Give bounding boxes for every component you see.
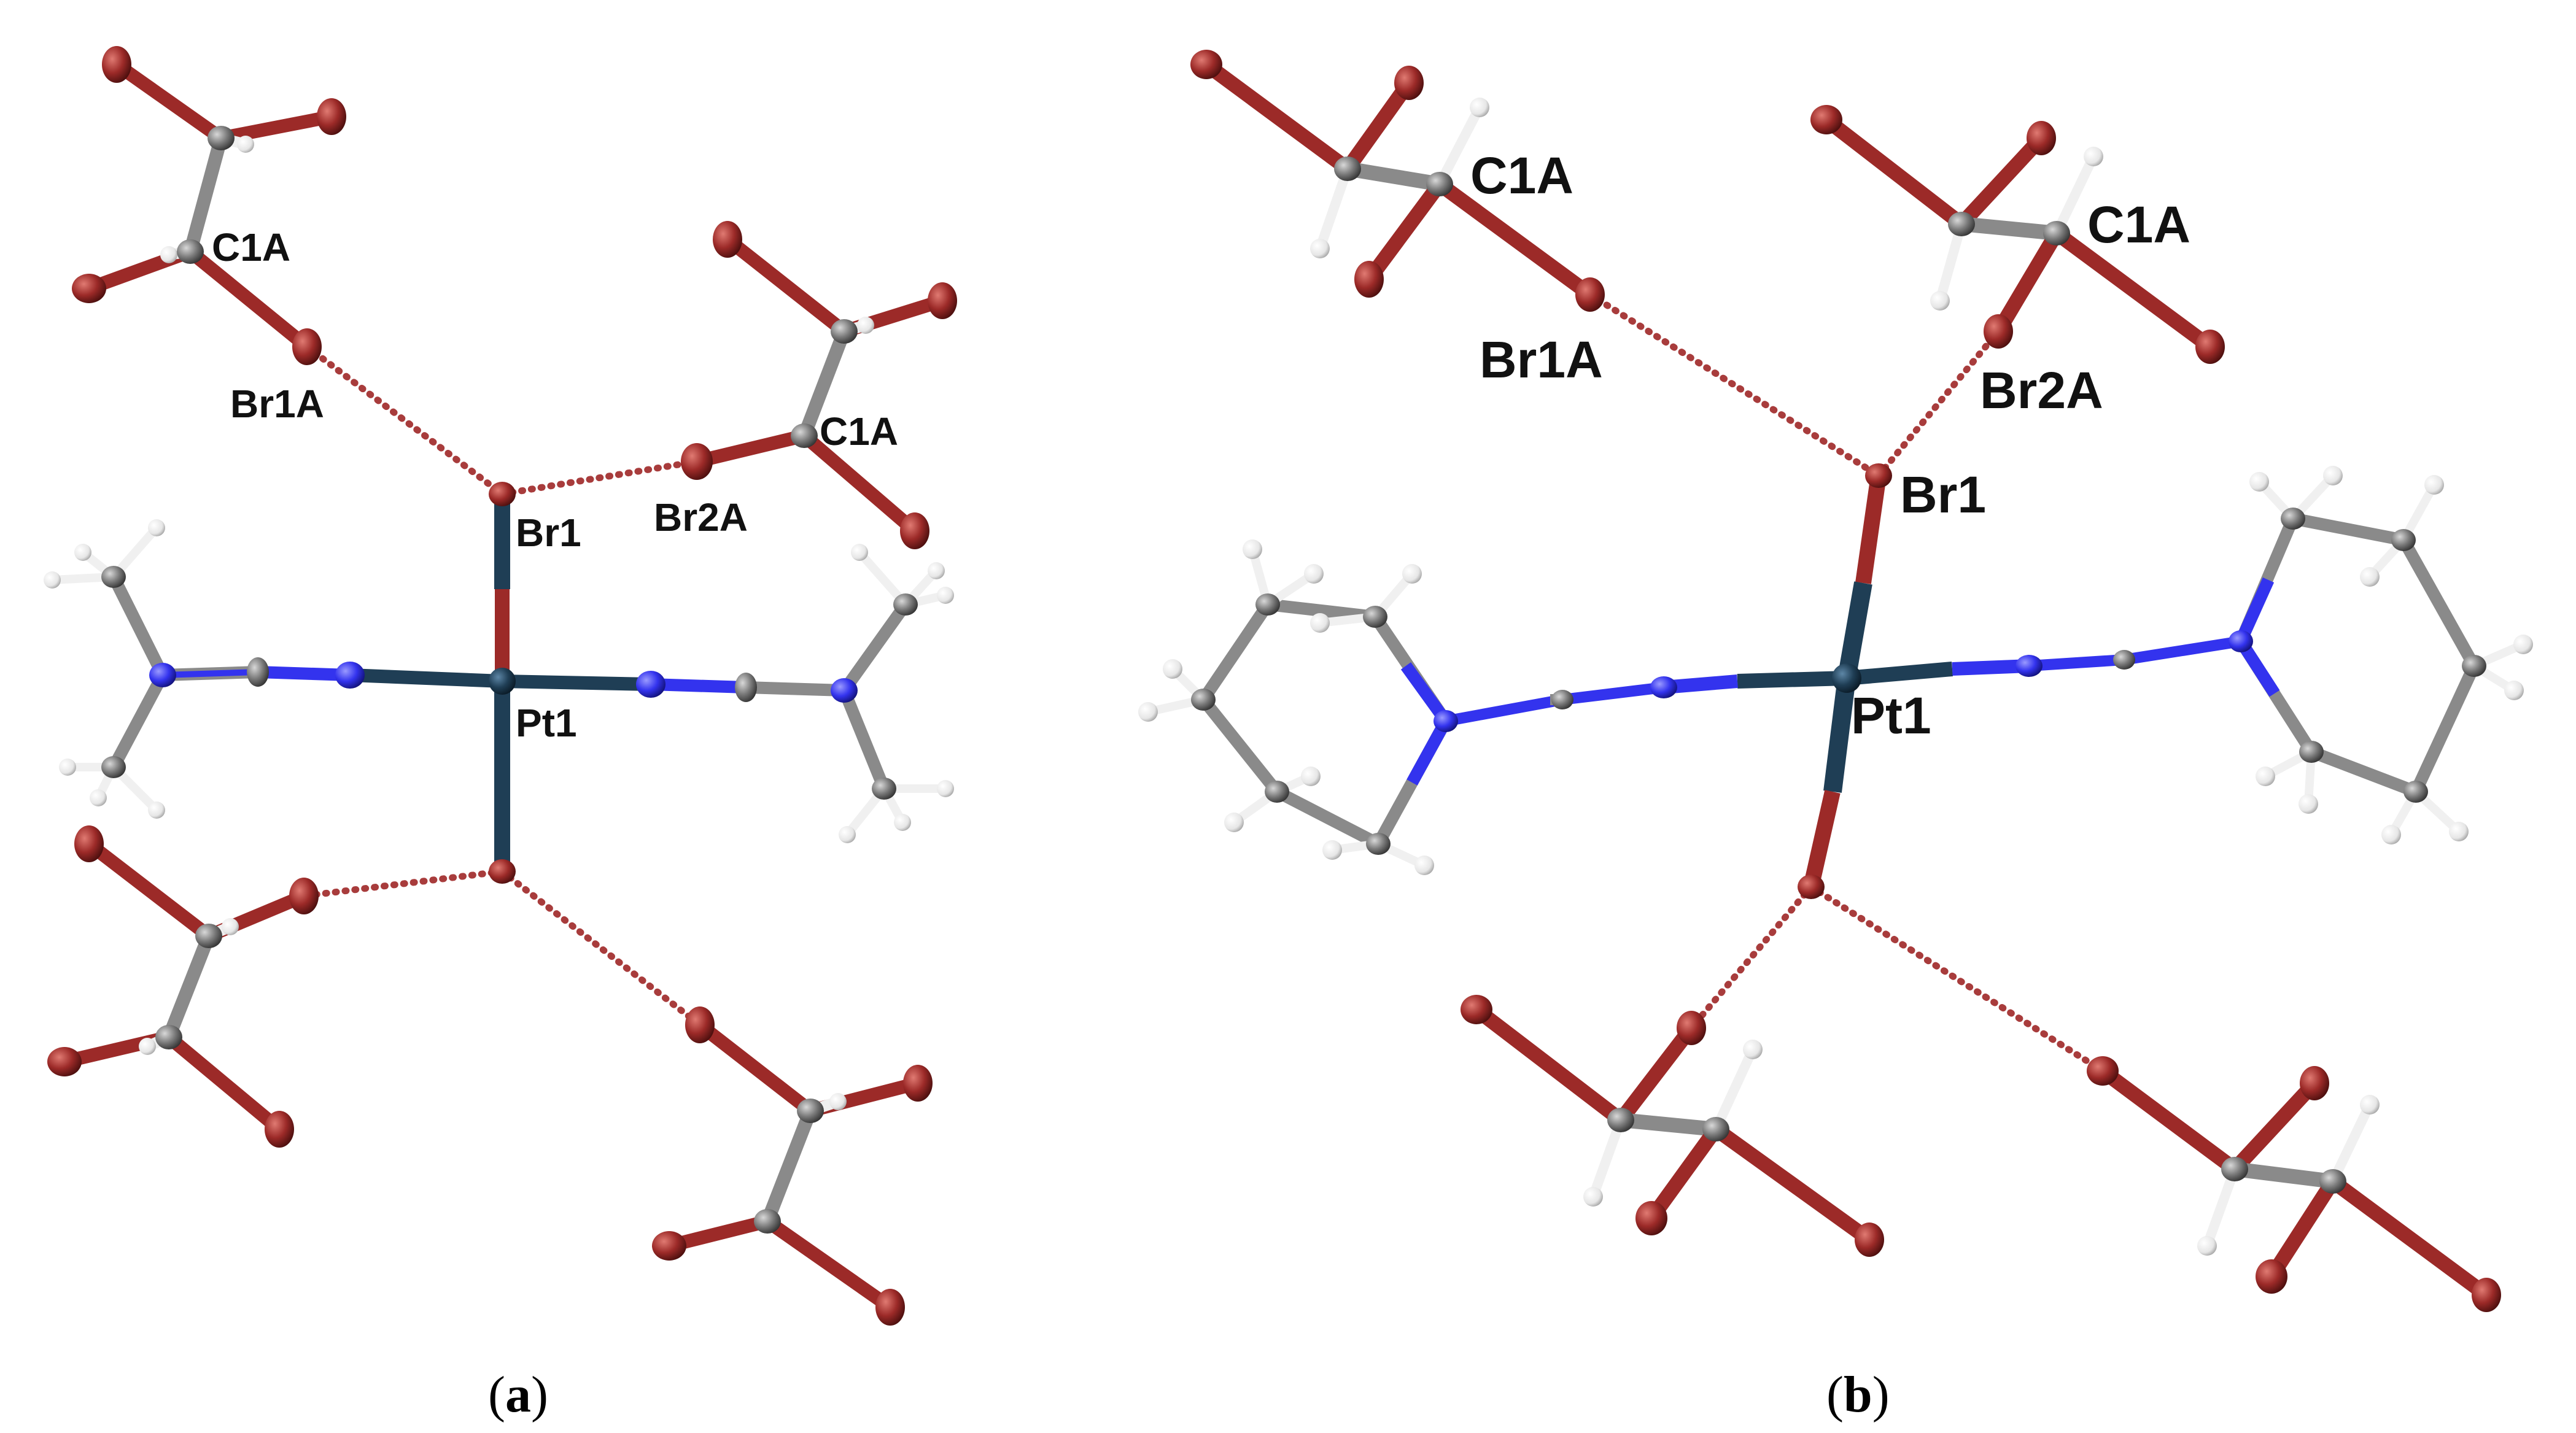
caption-a: (a) [488,1366,548,1423]
label-br1a-b: Br1A [1480,331,1603,388]
label-br2a-a: Br2A [654,495,748,539]
solvent-molecule-b-top-right [1810,105,2225,364]
label-br1-a: Br1 [516,511,581,555]
label-pt1-a: Pt1 [516,701,577,745]
halogen-contacts-b [1586,291,2106,1075]
label-c1a-top-a: C1A [212,225,290,269]
solvent-molecule-a-top-right [681,221,957,549]
label-c1a-left-b: C1A [1470,147,1573,204]
pt-complex-a [44,482,954,884]
solvent-molecule-b-bottom-left [1461,995,1884,1257]
pt-complex-b [1138,463,2533,899]
solvent-molecule-a-top-left [72,46,346,365]
caption-b: (b) [1826,1366,1890,1423]
label-br1a-a: Br1A [230,382,324,426]
label-c1a-right-b: C1A [2087,196,2190,253]
label-br2a-b: Br2A [1980,361,2103,419]
label-br1-b: Br1 [1900,466,1986,523]
halogen-contacts-a [300,343,704,1029]
label-c1a-right-a: C1A [820,409,898,454]
panel-b: C1A C1A Br1A Br2A Br1 Pt1 (b) [1138,50,2533,1423]
solvent-molecule-b-bottom-right [2087,1056,2501,1312]
panel-a: C1A Br1A C1A Br1 Br2A Pt1 (a) [44,46,957,1423]
solvent-molecule-a-bottom-left [47,825,319,1148]
solvent-molecule-b-top-left [1190,50,1605,312]
solvent-molecule-a-bottom-right [652,1006,933,1326]
label-pt1-b: Pt1 [1851,687,1931,744]
